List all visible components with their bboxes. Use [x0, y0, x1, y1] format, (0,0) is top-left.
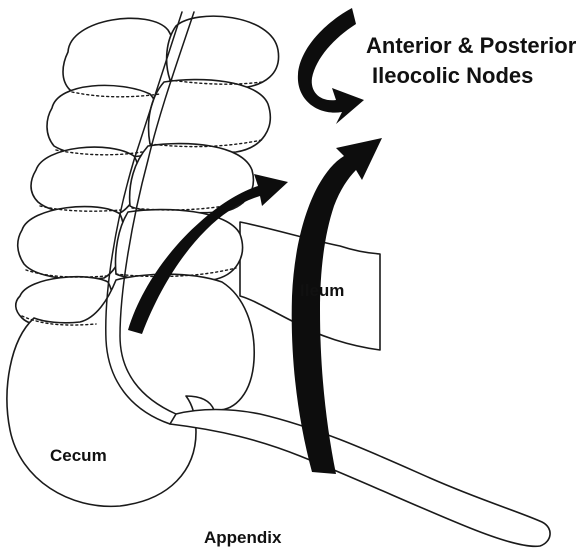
ileum-label: Ileum: [300, 281, 344, 301]
appendix: [170, 410, 550, 547]
nodes-label-line-1: Anterior & Posterior: [366, 33, 576, 59]
lymph-arrow-curved-to-nodes: [298, 8, 364, 124]
appendix-label: Appendix: [204, 528, 281, 548]
cecum-label: Cecum: [50, 446, 107, 466]
nodes-label-line-2: Ileocolic Nodes: [372, 63, 533, 89]
